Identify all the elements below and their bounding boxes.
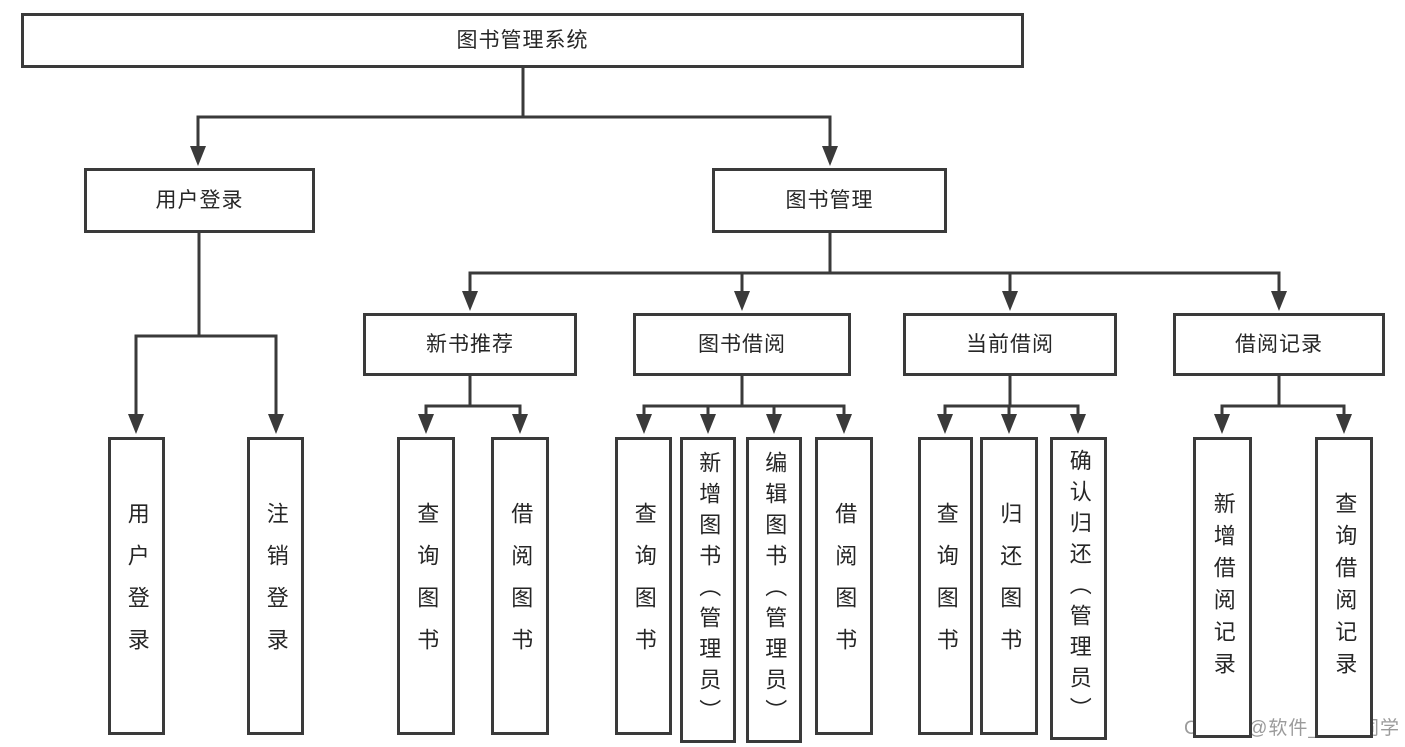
node-leaf-logout: 注销登录 bbox=[247, 437, 304, 735]
node-current-borrowing: 当前借阅 bbox=[903, 313, 1117, 376]
node-leaf-add-borrow-record: 新增借阅记录 bbox=[1193, 437, 1252, 738]
node-book-borrowing: 图书借阅 bbox=[633, 313, 851, 376]
node-leaf-user-login: 用户登录 bbox=[108, 437, 165, 735]
node-new-book-recommend: 新书推荐 bbox=[363, 313, 577, 376]
node-leaf-return-books: 归还图书 bbox=[980, 437, 1038, 735]
node-leaf-edit-books-admin: 编辑图书（管理员） bbox=[746, 437, 802, 743]
node-borrowing-records: 借阅记录 bbox=[1173, 313, 1385, 376]
node-leaf-add-books-admin: 新增图书（管理员） bbox=[680, 437, 736, 743]
node-leaf-query-books-2: 查询图书 bbox=[615, 437, 672, 735]
node-leaf-borrow-books-1: 借阅图书 bbox=[491, 437, 549, 735]
node-user-login: 用户登录 bbox=[84, 168, 315, 233]
node-leaf-confirm-return-admin: 确认归还（管理员） bbox=[1050, 437, 1107, 740]
node-leaf-borrow-books-2: 借阅图书 bbox=[815, 437, 873, 735]
node-library-system: 图书管理系统 bbox=[21, 13, 1024, 68]
node-book-management: 图书管理 bbox=[712, 168, 947, 233]
node-leaf-query-books-1: 查询图书 bbox=[397, 437, 455, 735]
node-leaf-query-borrow-record: 查询借阅记录 bbox=[1315, 437, 1373, 738]
node-leaf-query-books-3: 查询图书 bbox=[918, 437, 973, 735]
